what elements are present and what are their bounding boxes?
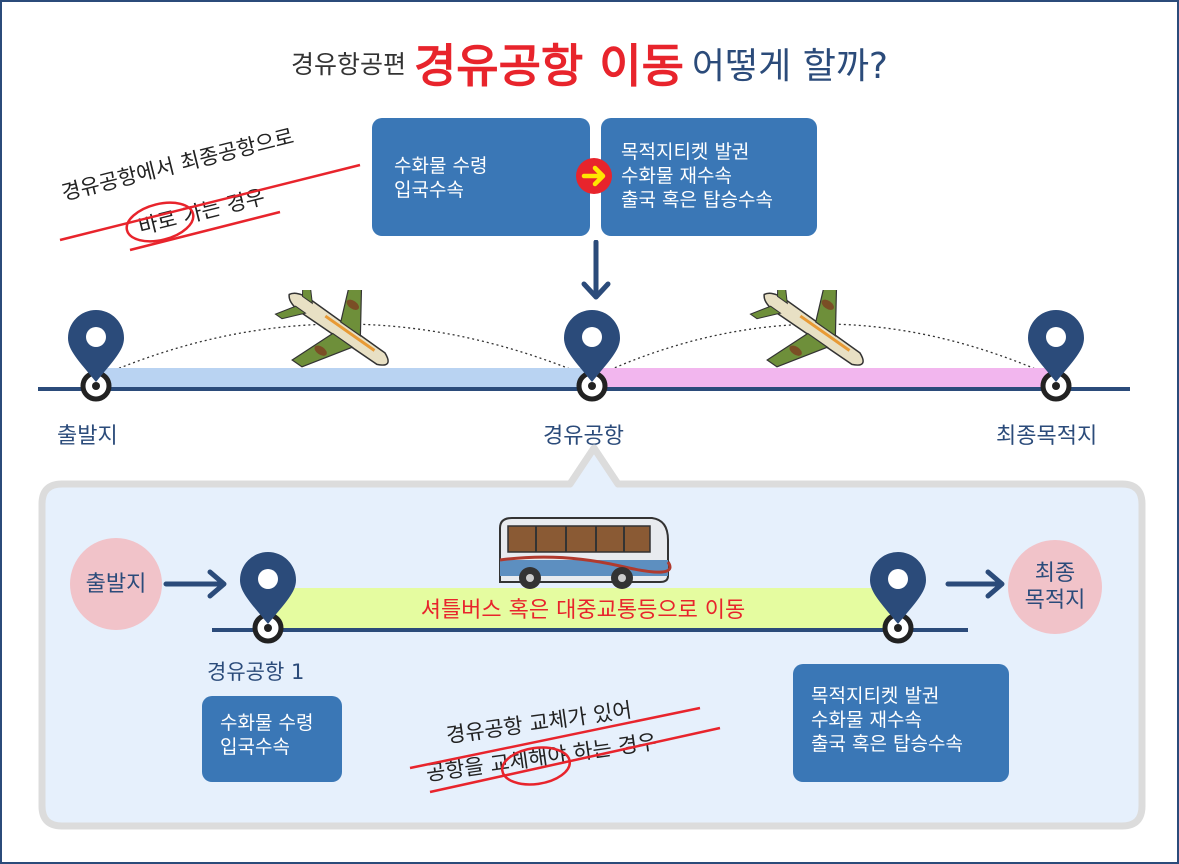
title-suffix: 어떻게 할까?	[691, 46, 889, 87]
box-line: 입국수속	[220, 736, 290, 758]
airport1-label: 경유공항 1	[207, 660, 305, 684]
box-line: 수화물 수령	[394, 155, 488, 177]
circle-text: 출발지	[85, 571, 147, 597]
title-prefix: 경유항공편	[290, 50, 406, 79]
route-origin-label: 출발지	[57, 424, 118, 449]
shuttle-band	[268, 588, 898, 630]
location-pin-icon	[240, 552, 296, 644]
arrow-right-icon	[945, 569, 1005, 599]
route-destination-label: 최종목적지	[996, 424, 1098, 449]
location-pin-icon	[68, 310, 124, 402]
circle-mark	[125, 201, 195, 243]
location-pin-icon	[1028, 310, 1084, 402]
box-line: 목적지티켓 발권	[621, 141, 750, 163]
title-highlight: 경유공항 이동	[413, 39, 684, 93]
location-pin-icon	[870, 552, 926, 644]
arrow-down-icon	[581, 240, 611, 300]
direct-box-departure: 목적지티켓 발권 수화물 재수속 출국 혹은 탑승수속	[601, 118, 817, 236]
circle-text: 최종	[1034, 561, 1076, 586]
transfer-origin-circle: 출발지	[70, 538, 162, 630]
route-transit-label: 경유공항	[543, 424, 624, 449]
circle-mark	[500, 746, 572, 786]
route-diagram	[38, 290, 1130, 402]
transfer-destination-circle: 최종 목적지	[1008, 540, 1102, 634]
route-segment-1	[96, 368, 592, 388]
arrow-right-icon	[163, 569, 227, 599]
route-segment-2	[592, 368, 1056, 388]
bus-icon	[499, 517, 672, 589]
transfer-box-departure: 목적지티켓 발권 수화물 재수속 출국 혹은 탑승수속	[793, 664, 1009, 782]
arrow-right-icon	[576, 158, 612, 194]
circle-text: 목적지	[1024, 588, 1086, 613]
airplane-icon	[274, 290, 389, 368]
box-line: 수화물 재수속	[811, 709, 922, 731]
box-line: 입국수속	[394, 179, 464, 201]
location-pin-icon	[564, 310, 620, 402]
underline-stroke	[59, 163, 361, 242]
box-line: 출국 혹은 탑승수속	[811, 733, 963, 755]
direct-note-markup	[59, 163, 361, 252]
flight-path-2	[591, 323, 1057, 379]
transfer-route-diagram	[163, 517, 1005, 644]
underline-stroke	[409, 706, 701, 770]
shuttle-text: 셔틀버스 혹은 대중교통등으로 이동	[420, 598, 746, 623]
underline-stroke-2	[129, 210, 281, 252]
box-line: 수화물 수령	[220, 712, 314, 734]
transfer-box-arrival: 수화물 수령 입국수속	[202, 696, 342, 782]
box-line: 수화물 재수속	[621, 165, 732, 187]
airplane-icon	[749, 290, 864, 368]
transfer-note-markup	[409, 706, 721, 794]
direct-box-arrival: 수화물 수령 입국수속	[372, 118, 590, 236]
box-line: 출국 혹은 탑승수속	[621, 189, 773, 211]
underline-stroke-2	[429, 726, 721, 794]
box-line: 목적지티켓 발권	[811, 685, 940, 707]
